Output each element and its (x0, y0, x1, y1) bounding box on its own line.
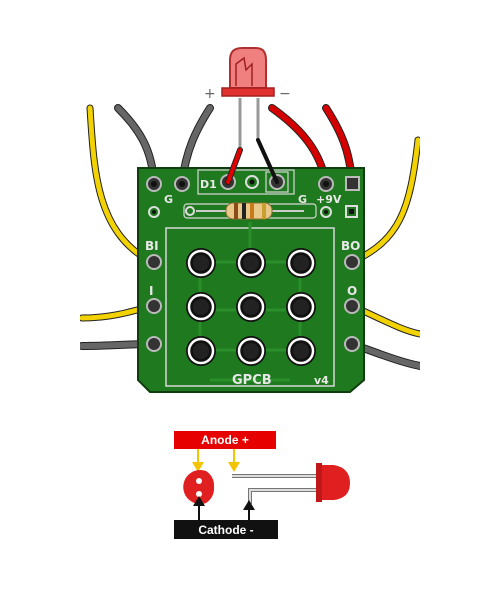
cathode-label: Cathode - (198, 523, 253, 537)
cathode-arrows (193, 496, 255, 520)
anode-arrows (192, 449, 240, 472)
led-plus-mark: + (204, 86, 216, 102)
pcb-board: D1 G G +9V BI BO I O GPCB v4 (137, 167, 365, 393)
led-minus-mark: − (279, 86, 291, 102)
cathode-label-box (174, 520, 278, 539)
resistor (196, 202, 304, 220)
silk-i: I (149, 284, 153, 298)
pads-top (146, 174, 360, 192)
led-cathode-lead (256, 138, 279, 184)
silk-g-left: G (164, 193, 173, 206)
led-side-view (232, 463, 350, 504)
silk-brand: GPCB (232, 373, 272, 388)
led-bottom-view (183, 470, 215, 505)
silk-bi: BI (145, 239, 159, 253)
silk-version: v4 (314, 374, 329, 387)
silk-o: O (347, 284, 357, 298)
pads-side (146, 254, 360, 352)
silk-g-right: G (298, 193, 307, 206)
led-top: + − (204, 47, 291, 185)
polarity-legend: Anode + (174, 431, 350, 539)
anode-label-box (174, 431, 276, 449)
silk-d1: D1 (200, 178, 217, 191)
socket-grid (186, 248, 316, 366)
pads-second-row (148, 205, 358, 218)
silk-bo: BO (341, 239, 360, 253)
silk-plus9v: +9V (316, 193, 342, 206)
anode-label: Anode + (201, 433, 249, 447)
